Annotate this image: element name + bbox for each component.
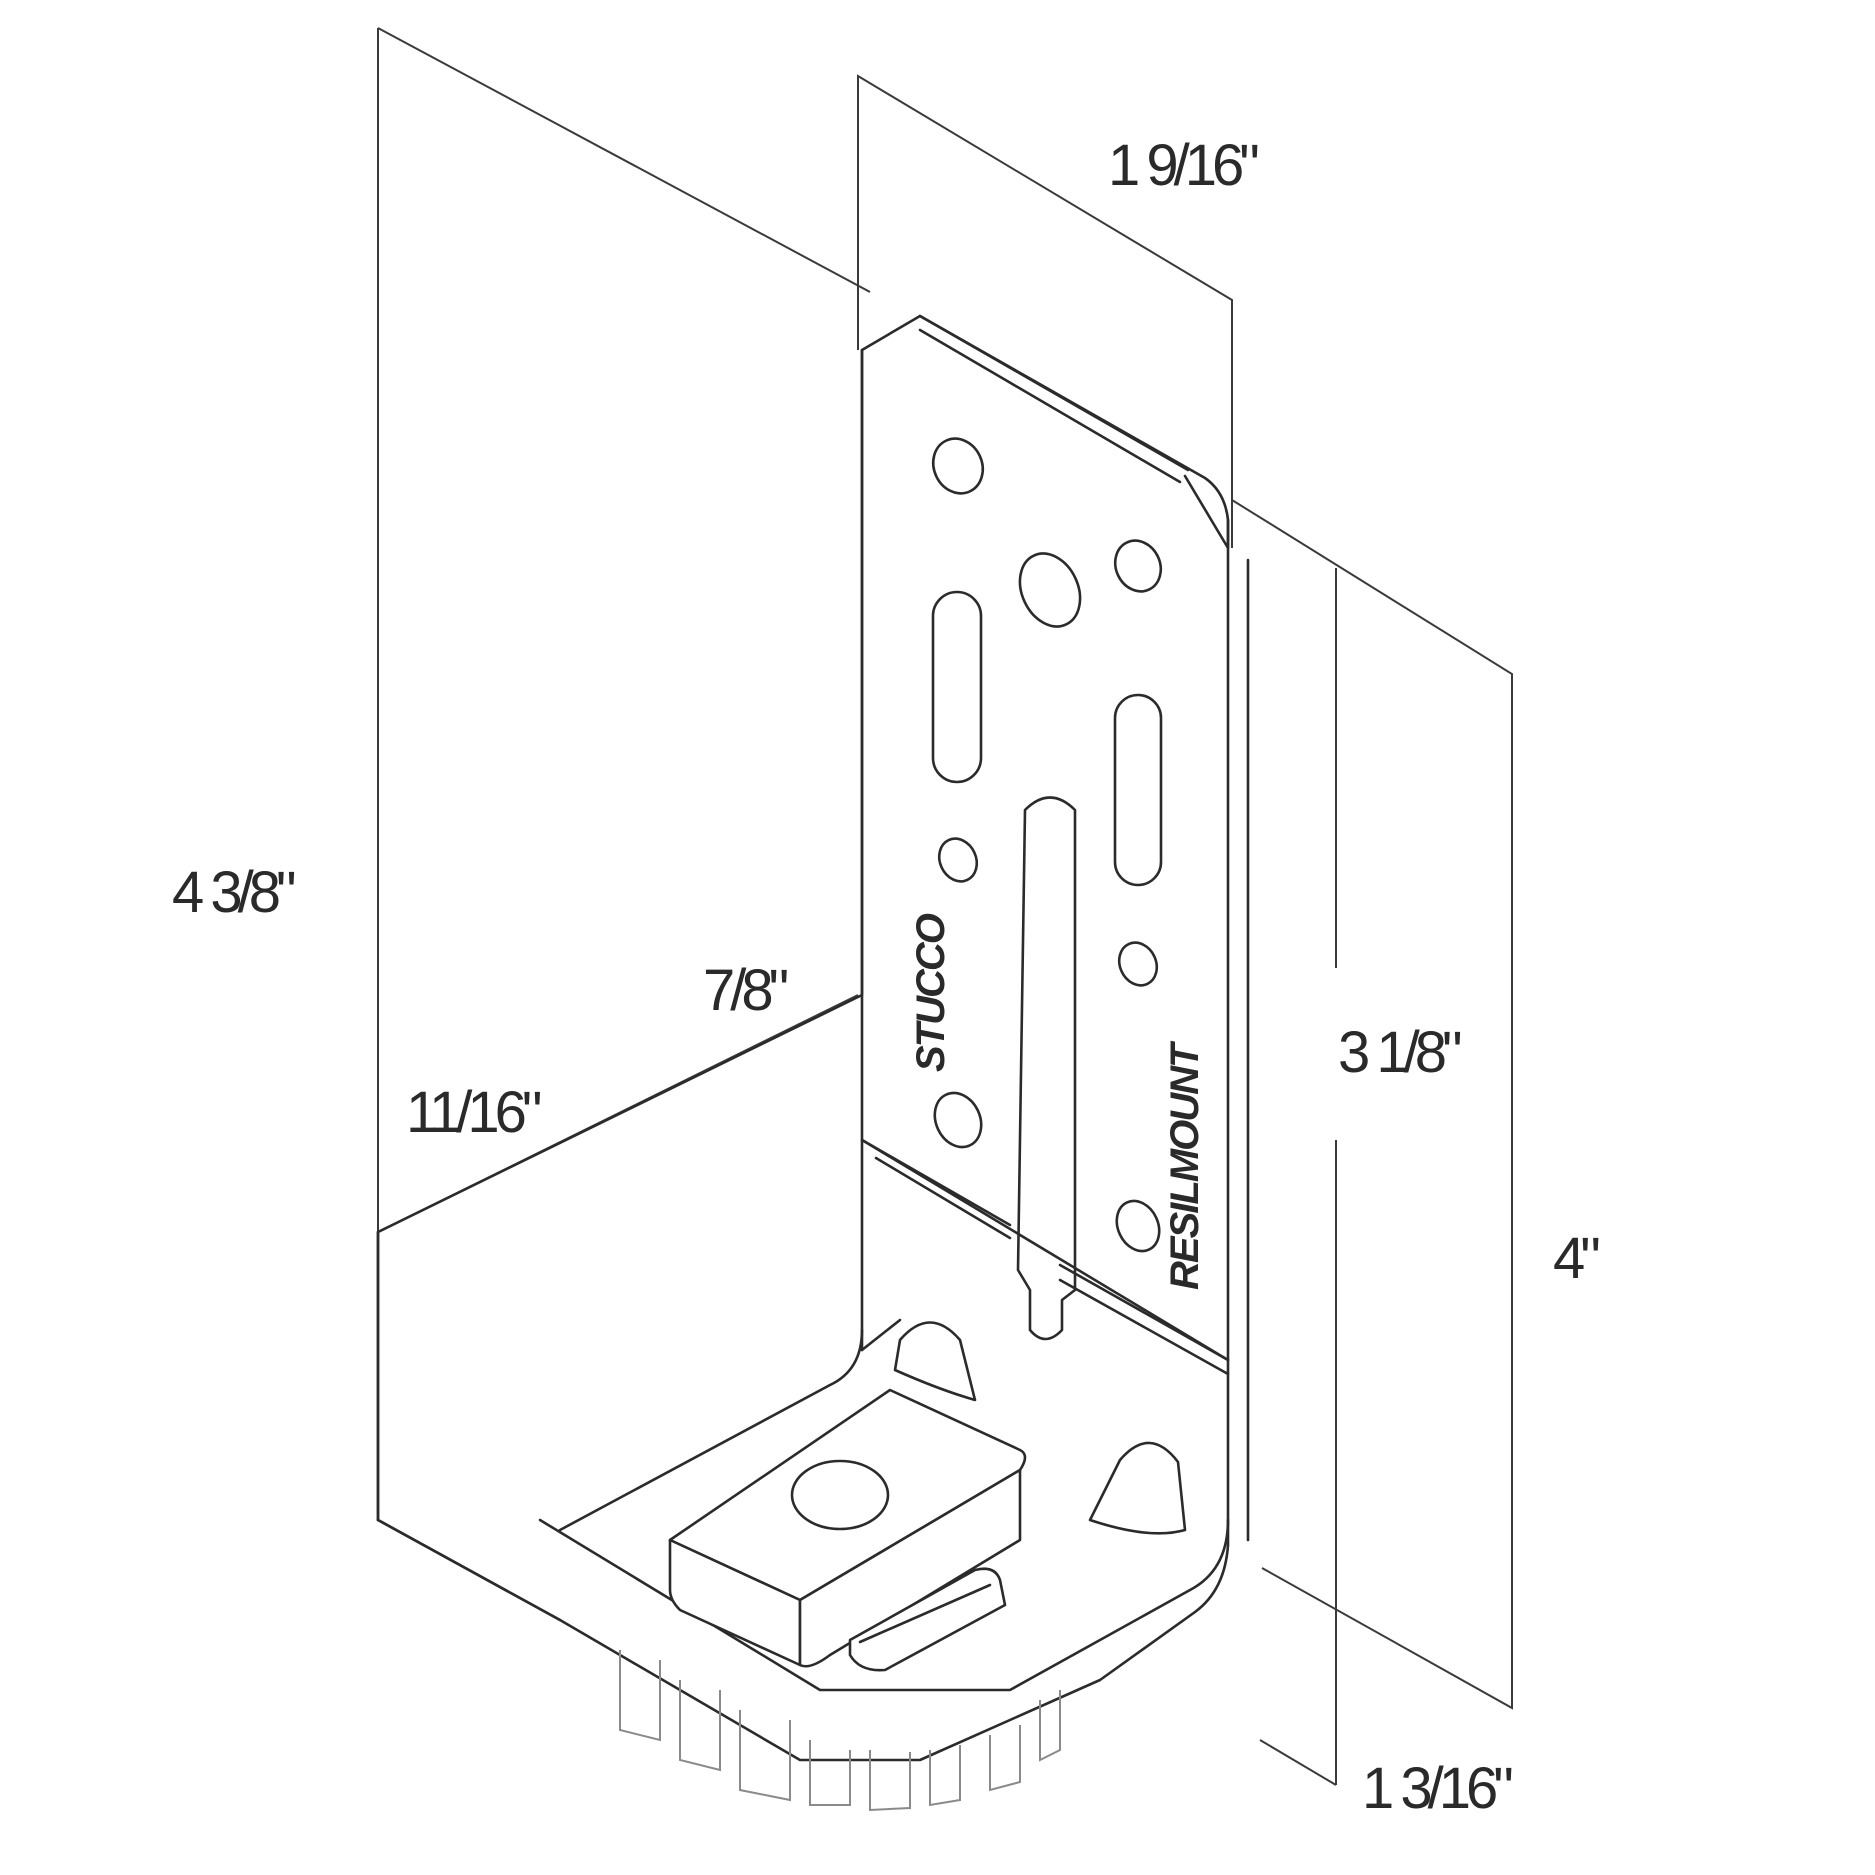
dim-offset-outer: 7/8" (703, 958, 788, 1023)
clip-center-hole (790, 1459, 890, 1531)
dim-slot-height: 3 1/8" (1338, 1020, 1461, 1085)
dim-overall-height: 4 3/8" (172, 860, 295, 925)
dim-offset-inner: 11/16" (406, 1080, 541, 1145)
back-plate (376, 314, 1230, 1762)
brand-stucco-text: STUCCO (909, 913, 953, 1072)
base-clip (619, 1321, 1187, 1812)
clip-block-side (798, 1468, 1022, 1668)
mounting-holes (931, 437, 1163, 1253)
dim-top-flange: 1 9/16" (1108, 133, 1258, 198)
dim-bottom-depth: 1 3/16" (1362, 1756, 1512, 1821)
dim-bracket-height: 4" (1553, 1226, 1599, 1291)
clip-block-front (668, 1538, 802, 1667)
bracket-body (376, 314, 1250, 1762)
brand-resilmount-text: RESILMOUNT (1163, 1040, 1207, 1290)
dimension-lines (377, 27, 1513, 1786)
